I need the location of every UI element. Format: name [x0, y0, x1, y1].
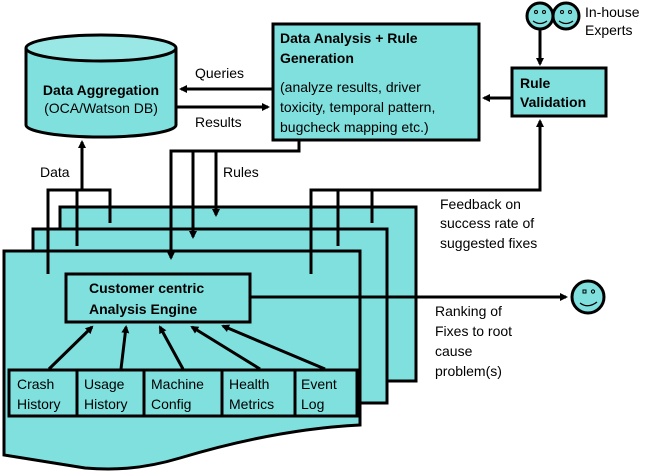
- rules-label: Rules: [223, 164, 259, 180]
- data-aggregation-db: Data Aggregation (OCA/Watson DB): [24, 33, 178, 139]
- rules-edge: [167, 140, 301, 260]
- data-analysis-box: Data Analysis + Rule Generation (analyze…: [271, 22, 481, 142]
- results-label: Results: [195, 114, 242, 130]
- analysis-engine-line1: Customer centric: [89, 280, 204, 296]
- analysis-engine-box: Customer centric Analysis Engine: [64, 272, 252, 324]
- ranking-label-1: Ranking of: [435, 303, 502, 319]
- input-usage-history-1: Usage: [84, 376, 125, 392]
- expert-smiley-icon: [551, 1, 581, 31]
- queries-label: Queries: [195, 65, 244, 81]
- input-health-metrics-2: Metrics: [229, 396, 274, 412]
- data-edge: [46, 140, 112, 274]
- ranking-label-4: problem(s): [435, 363, 502, 379]
- input-crash-history-2: History: [17, 396, 61, 412]
- machine-config-arrow: [158, 325, 185, 370]
- input-event-log-2: Log: [301, 396, 324, 412]
- rule-validation-line1: Rule: [520, 75, 551, 91]
- data-analysis-desc-3: bugcheck mapping etc.): [280, 119, 429, 135]
- feedback-edge: [309, 119, 544, 274]
- event-log-arrow: [221, 324, 326, 371]
- input-usage-history-2: History: [84, 396, 128, 412]
- ranking-label-2: Fixes to root: [435, 323, 512, 339]
- input-machine-config-2: Config: [151, 396, 191, 412]
- data-aggregation-title: Data Aggregation: [43, 82, 159, 98]
- data-analysis-desc-2: toxicity, temporal pattern,: [280, 99, 435, 115]
- crash-history-arrow: [47, 325, 94, 371]
- in-house-experts-line1: In-house: [585, 4, 640, 20]
- customer-smiley-icon: [570, 279, 606, 315]
- data-analysis-title-2: Generation: [280, 50, 354, 66]
- feedback-label-1: Feedback on: [440, 196, 521, 212]
- input-health-metrics-1: Health: [229, 376, 269, 392]
- rule-validation-box: Rule Validation: [510, 66, 608, 118]
- input-event-log-1: Event: [301, 376, 337, 392]
- data-analysis-title-1: Data Analysis + Rule: [280, 30, 418, 46]
- rule-validation-line2: Validation: [520, 94, 586, 110]
- analysis-engine-line2: Analysis Engine: [89, 301, 197, 317]
- input-machine-config-1: Machine: [151, 376, 204, 392]
- data-aggregation-subtitle: (OCA/Watson DB): [44, 100, 158, 116]
- health-metrics-arrow: [190, 325, 261, 371]
- data-label: Data: [40, 164, 70, 180]
- ranking-label-3: cause: [435, 343, 473, 359]
- data-analysis-desc-1: (analyze results, driver: [280, 79, 421, 95]
- expert-smiley-icon: [525, 1, 555, 31]
- in-house-experts-line2: Experts: [585, 22, 632, 38]
- in-house-experts: In-house Experts: [525, 1, 640, 38]
- feedback-label-3: suggested fixes: [440, 235, 537, 251]
- usage-history-arrow: [119, 325, 130, 370]
- input-crash-history-1: Crash: [17, 376, 54, 392]
- input-sources: Crash History Usage History Machine Conf…: [7, 368, 359, 418]
- feedback-label-2: success rate of: [440, 215, 534, 231]
